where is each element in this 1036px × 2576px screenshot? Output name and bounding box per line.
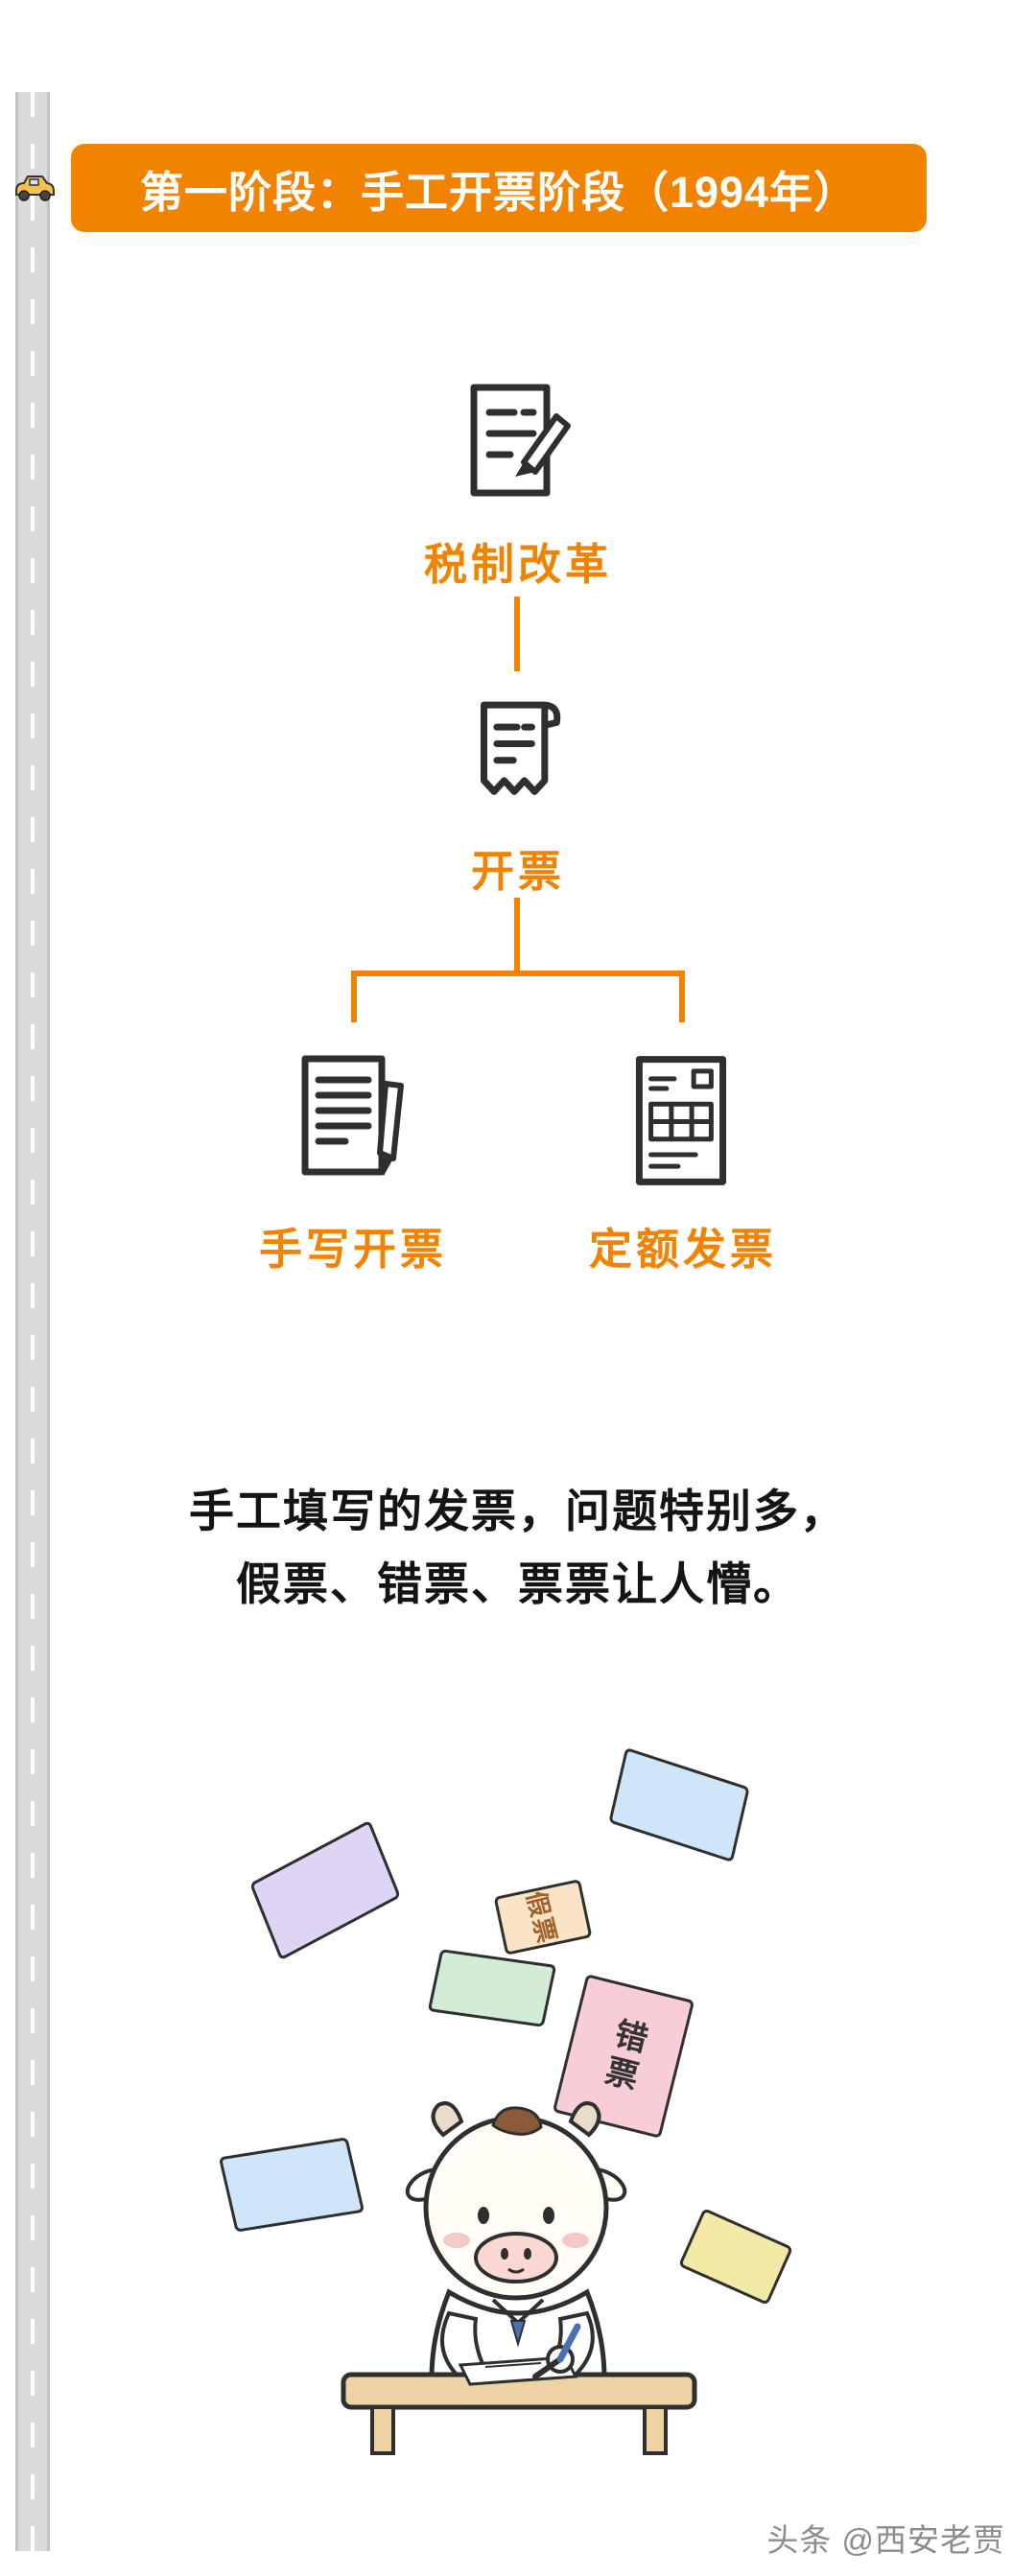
stage-banner: 第一阶段：手工开票阶段（1994年） (71, 144, 927, 232)
connector-left-branch (351, 971, 357, 1022)
car-icon (10, 169, 58, 201)
stage-banner-title: 第一阶段：手工开票阶段（1994年） (139, 167, 859, 217)
node-label-invoicing: 开票 (470, 847, 565, 896)
connector-horizontal (351, 971, 685, 976)
node-label-handwritten-invoice: 手写开票 (258, 1225, 447, 1274)
flying-paper-purple (249, 1819, 401, 1961)
document-pen-icon (282, 1042, 426, 1176)
connector-tax-to-invoice (514, 597, 520, 671)
ox-writing-illustration (288, 2072, 748, 2474)
description-paragraph: 手工填写的发票，问题特别多， 假票、错票、票票让人懵。 (0, 1475, 1036, 1621)
form-invoice-icon (610, 1045, 756, 1197)
connector-stem (514, 898, 520, 974)
flying-paper-fake-note: 假票 (493, 1879, 593, 1955)
paragraph-line-2: 假票、错票、票票让人懵。 (236, 1558, 800, 1609)
paragraph-line-1: 手工填写的发票，问题特别多， (189, 1486, 847, 1536)
fake-invoice-label: 假票 (521, 1887, 562, 1948)
document-pencil-icon (441, 372, 585, 516)
watermark-credit: 头条 @西安老贾 (766, 2522, 1005, 2558)
road-graphic (15, 92, 50, 2551)
node-label-quota-invoice: 定额发票 (588, 1225, 777, 1274)
node-label-tax-reform: 税制改革 (423, 540, 612, 589)
flying-paper-blue-top (608, 1746, 750, 1863)
connector-right-branch (679, 971, 685, 1022)
road-dash-line (31, 92, 35, 2551)
receipt-icon (449, 683, 587, 825)
flying-paper-green (427, 1949, 557, 2027)
